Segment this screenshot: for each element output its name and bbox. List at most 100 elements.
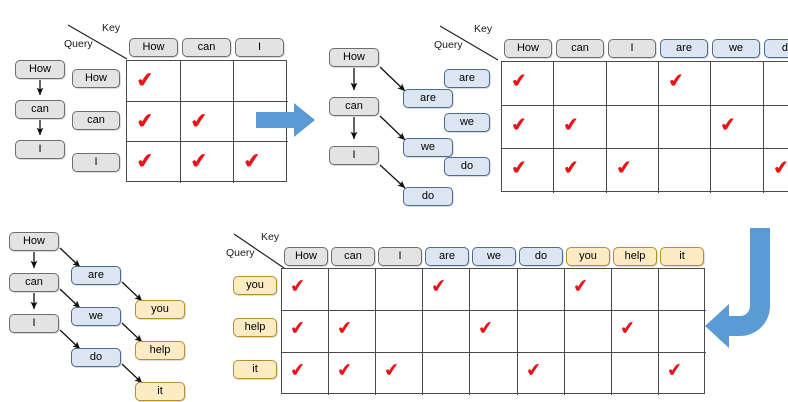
matrix-cell [763, 106, 788, 150]
matrix-cell: ✔ [470, 311, 518, 353]
matrix-cell: ✔ [607, 149, 659, 193]
matrix-cell [423, 311, 471, 353]
top-right-matrix: Key Query How can I are we do are we do … [432, 20, 788, 193]
matrix-row-header: How [72, 69, 120, 88]
attention-checkmark: ✔ [666, 69, 685, 93]
matrix-col-header: How [129, 38, 178, 57]
matrix-col-header: help [613, 247, 657, 266]
matrix-cell: ✔ [181, 142, 235, 183]
matrix-row-header: help [233, 318, 277, 337]
attention-checkmark: ✔ [618, 317, 636, 340]
top-right-axis-corner: Key Query [432, 20, 502, 62]
matrix-cell [612, 353, 659, 395]
tree-node-i: I [15, 140, 65, 159]
matrix-cell: ✔ [282, 311, 330, 353]
top-left-axis-corner: Key Query [62, 20, 130, 60]
attention-checkmark: ✔ [509, 69, 528, 93]
attention-checkmark: ✔ [134, 148, 155, 175]
attention-checkmark: ✔ [288, 317, 307, 340]
matrix-cell: ✔ [127, 61, 181, 102]
tree-node-help: help [135, 341, 185, 360]
matrix-cell: ✔ [502, 62, 555, 106]
attention-checkmark: ✔ [242, 148, 263, 175]
matrix-cell: ✔ [180, 101, 235, 143]
matrix-cell [234, 61, 288, 102]
matrix-row-header: are [444, 69, 490, 88]
bottom-matrix: Key Query How can I are we do you help i… [226, 228, 706, 395]
middle-tree: How can I are we do [327, 48, 453, 206]
query-axis-label: Query [226, 247, 255, 259]
matrix-cell [658, 269, 706, 311]
matrix-col-header: can [556, 39, 604, 58]
tree-node-how: How [9, 232, 59, 251]
matrix-cell [329, 269, 377, 311]
matrix-col-header: you [566, 247, 610, 266]
matrix-cell [565, 353, 612, 395]
key-axis-label: Key [102, 22, 121, 34]
attention-checkmark: ✔ [571, 275, 589, 298]
matrix-cell [180, 61, 235, 102]
tree-node-it: it [135, 382, 185, 401]
matrix-col-header: do [764, 39, 788, 58]
attention-checkmark: ✔ [562, 112, 581, 137]
attention-checkmark: ✔ [509, 112, 528, 137]
matrix-cell: ✔ [502, 149, 555, 193]
matrix-col-header: I [235, 38, 284, 57]
matrix-cell [234, 102, 288, 143]
attention-checkmark: ✔ [524, 359, 542, 382]
matrix-col-header: can [331, 247, 375, 266]
matrix-cell [658, 311, 706, 353]
matrix-cell: ✔ [127, 142, 181, 183]
matrix-cell [606, 105, 659, 150]
matrix-col-header: I [608, 39, 656, 58]
matrix-cell [711, 62, 764, 106]
tree-node-can: can [329, 97, 379, 116]
tree-node-we: we [71, 307, 121, 326]
matrix-col-header: are [660, 39, 708, 58]
attention-checkmark: ✔ [288, 275, 307, 298]
matrix-row-header: I [72, 153, 120, 172]
matrix-grid: ✔ ✔ ✔ ✔ ✔ ✔ ✔ ✔ ✔ [501, 61, 788, 193]
matrix-col-header: do [519, 247, 563, 266]
matrix-cell: ✔ [659, 62, 712, 106]
matrix-cell: ✔ [554, 149, 607, 193]
matrix-row-header: it [233, 360, 277, 379]
bottom-axis-corner: Key Query [226, 228, 288, 270]
tree-node-can: can [9, 273, 59, 292]
matrix-cell: ✔ [711, 105, 764, 150]
middle-tree-arrows [350, 66, 406, 189]
matrix-col-header: it [660, 247, 704, 266]
tree-node-can: can [15, 100, 65, 119]
attention-checkmark: ✔ [134, 67, 155, 93]
attention-checkmark: ✔ [188, 107, 209, 134]
attention-checkmark: ✔ [336, 359, 354, 382]
attention-checkmark: ✔ [430, 275, 448, 298]
matrix-col-header: are [425, 247, 469, 266]
key-axis-label: Key [261, 231, 280, 243]
matrix-col-header: I [378, 247, 422, 266]
matrix-cell [376, 269, 424, 311]
attention-checkmark: ✔ [477, 317, 495, 340]
attention-checkmark: ✔ [188, 148, 209, 175]
matrix-row-header: you [233, 276, 277, 295]
query-axis-label: Query [434, 39, 463, 51]
matrix-cell: ✔ [764, 149, 788, 193]
matrix-cell: ✔ [423, 269, 471, 311]
matrix-cell: ✔ [329, 311, 377, 353]
matrix-col-header: How [504, 39, 552, 58]
top-left-tree: How can I [8, 60, 103, 175]
bottom-tree: How can I are we do you help it [8, 232, 198, 401]
flow-arrow-right [256, 101, 316, 139]
matrix-row-header: do [444, 157, 490, 176]
top-left-matrix: Key Query How can I How can I ✔✔✔✔✔✔ [62, 20, 288, 183]
matrix-col-header: can [182, 38, 231, 57]
attention-checkmark: ✔ [719, 112, 738, 137]
matrix-cell [659, 105, 712, 150]
matrix-cell [659, 149, 712, 193]
matrix-cell: ✔ [282, 269, 330, 311]
attention-checkmark: ✔ [562, 156, 581, 181]
matrix-cell [376, 311, 424, 353]
tree-node-are: are [71, 266, 121, 285]
matrix-col-header: How [284, 247, 328, 266]
